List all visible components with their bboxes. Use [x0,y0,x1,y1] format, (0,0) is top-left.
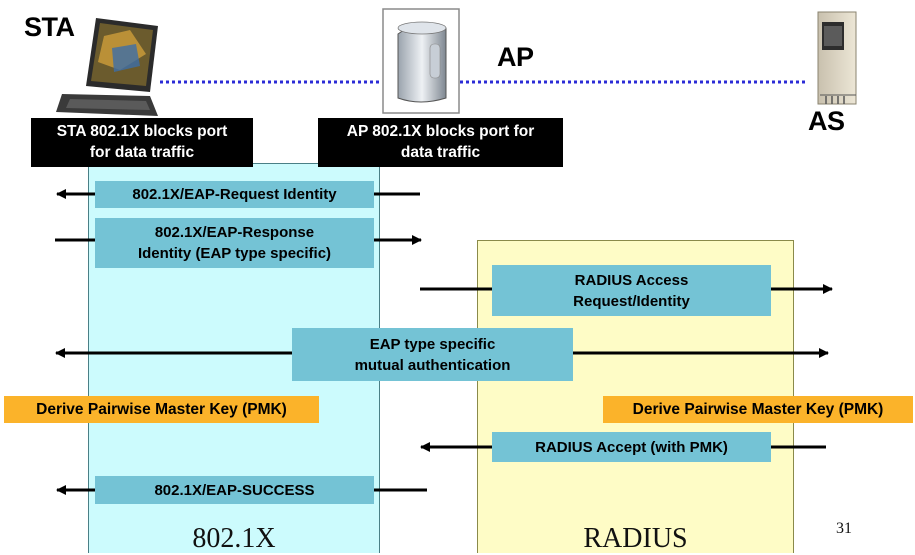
ap-label: AP [497,42,534,72]
msg-eap-response-identity: 802.1X/EAP-Response Identity (EAP type s… [95,218,374,268]
region-radius-label: RADIUS [583,523,688,554]
sta-block-note: STA 802.1X blocks port for data traffic [31,118,253,167]
derive-pmk-as: Derive Pairwise Master Key (PMK) [603,396,913,423]
msg-radius-access-request: RADIUS Access Request/Identity [492,265,771,316]
derive-pmk-sta: Derive Pairwise Master Key (PMK) [4,396,319,423]
msg-radius-accept: RADIUS Accept (with PMK) [492,432,771,462]
ap-block-note: AP 802.1X blocks port for data traffic [318,118,563,167]
access-point-icon [397,21,447,103]
msg-eap-success: 802.1X/EAP-SUCCESS [95,476,374,504]
sta-label: STA [24,12,75,42]
laptop-icon [56,18,158,116]
msg-eap-request-identity: 802.1X/EAP-Request Identity [95,181,374,208]
page-number: 31 [836,520,852,537]
region-8021x-label: 802.1X [192,523,276,554]
msg-mutual-authentication: EAP type specific mutual authentication [292,328,573,381]
server-icon [817,11,857,105]
as-label: AS [808,106,845,136]
